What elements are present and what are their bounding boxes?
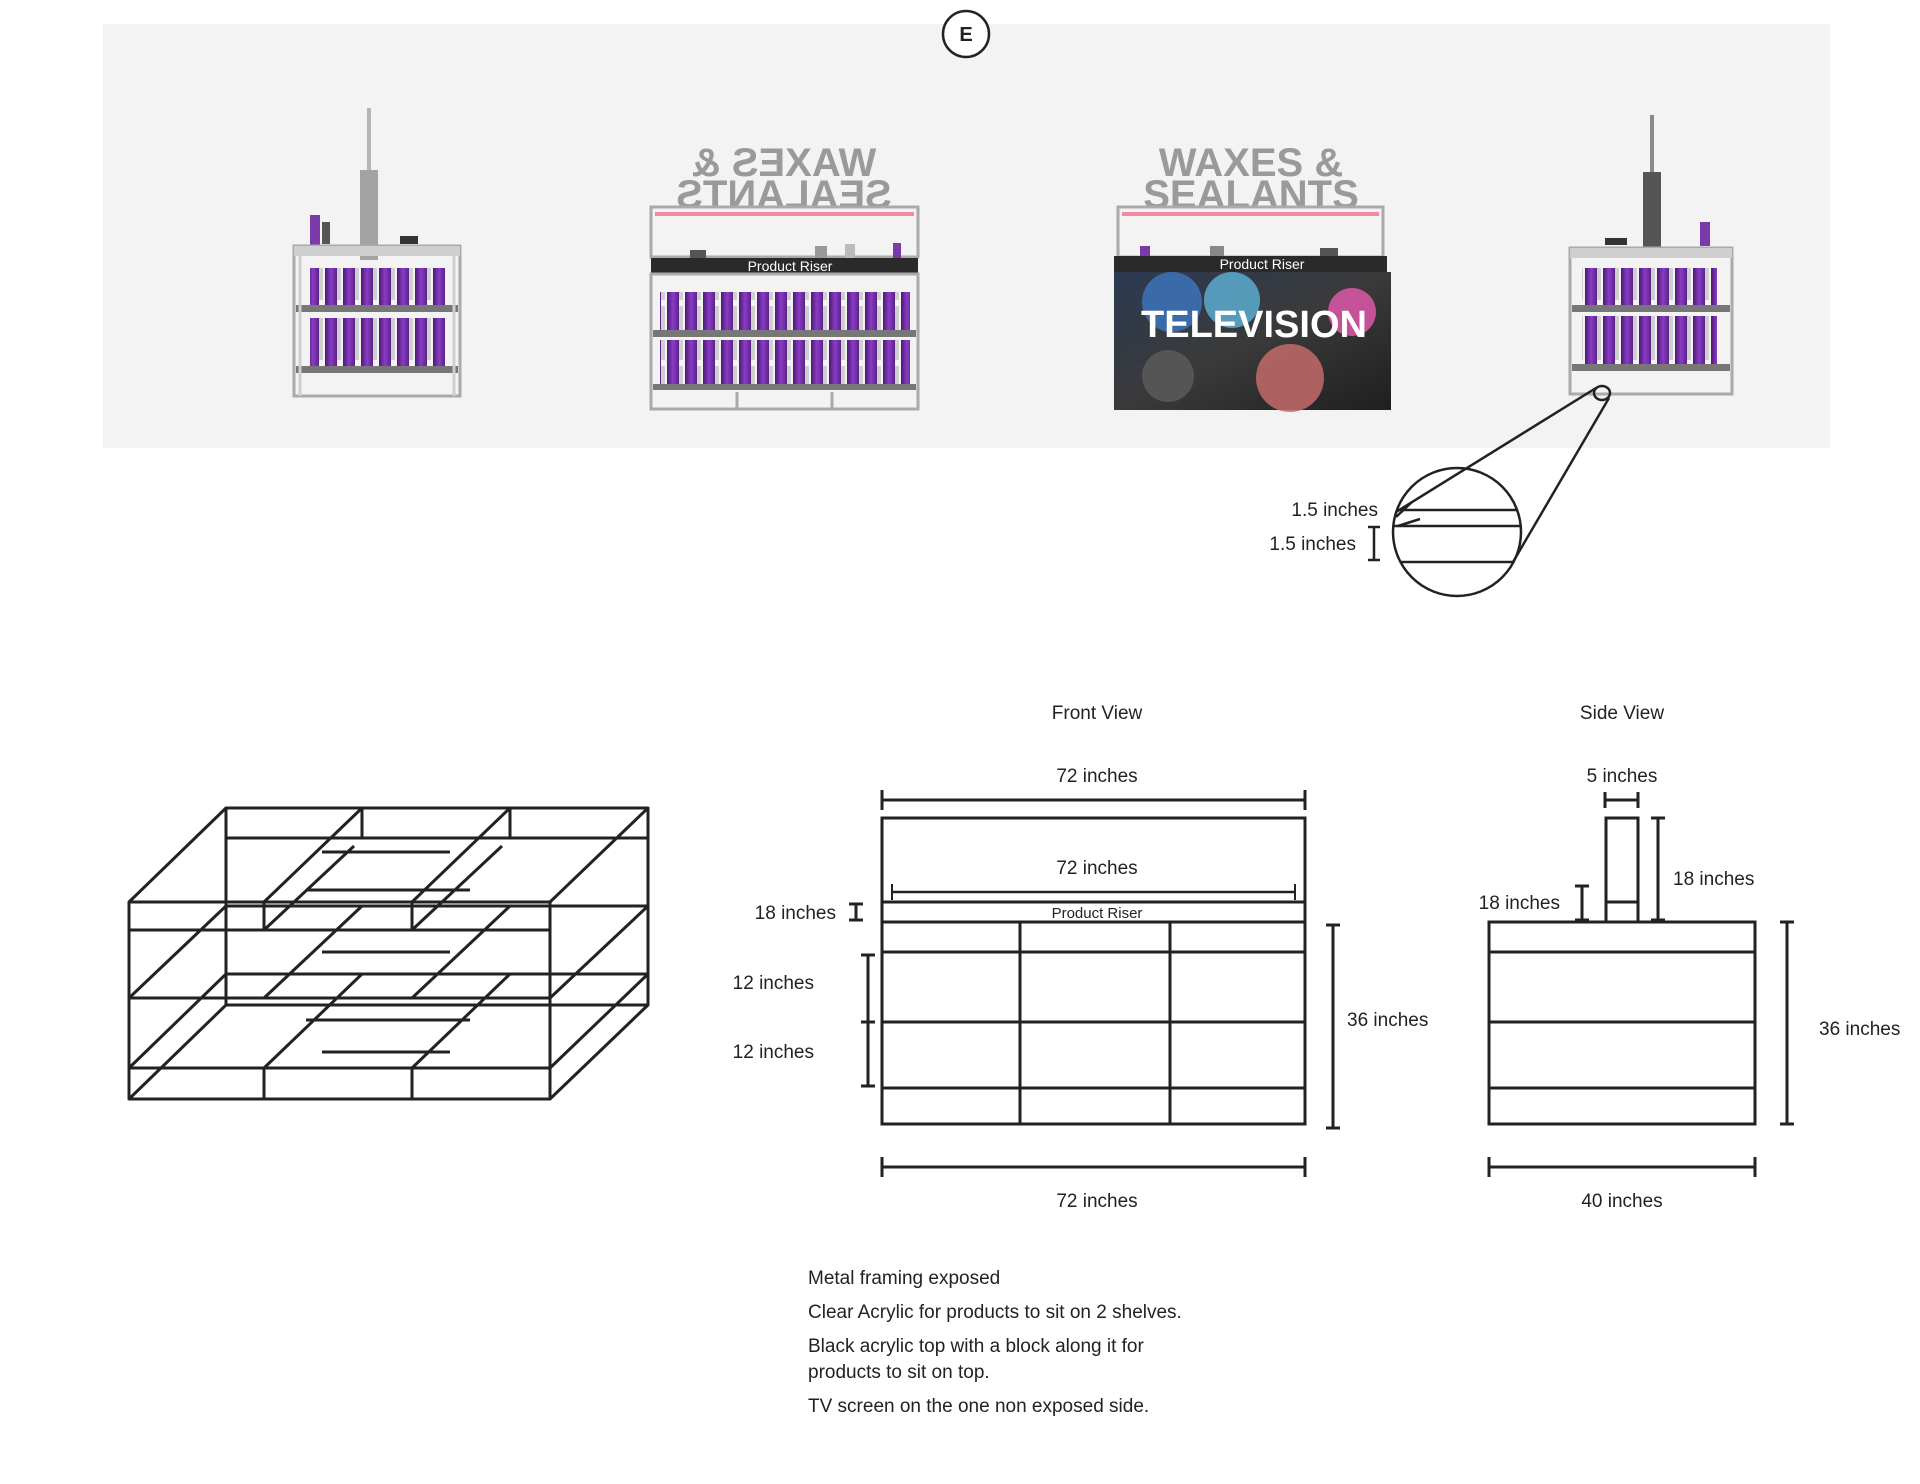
side-view-title: Side View xyxy=(1580,703,1664,724)
sign-text-2: SEALANTS xyxy=(1143,173,1359,217)
render-panel xyxy=(103,24,1830,448)
note-item: Metal framing exposed xyxy=(808,1268,1001,1289)
front-view-title: Front View xyxy=(1052,703,1143,724)
sign-text-mirrored-2: SEALANTS xyxy=(676,173,892,217)
render-side-left xyxy=(292,108,462,398)
side-body-height-label: 36 inches xyxy=(1819,1019,1900,1040)
front-view-drawing xyxy=(849,790,1340,1177)
note-item: TV screen on the one non exposed side. xyxy=(808,1396,1150,1417)
tv-label: TELEVISION xyxy=(1141,304,1367,346)
side-post-height-label: 18 inches xyxy=(1673,869,1754,890)
front-inner-width-label: 72 inches xyxy=(1056,858,1137,879)
side-riser-height-label: 18 inches xyxy=(1479,893,1560,914)
render-riser-label: Product Riser xyxy=(748,258,833,274)
section-marker-label: E xyxy=(959,24,972,46)
side-post-width-label: 5 inches xyxy=(1587,766,1658,787)
render-front: WAXES & SEALANTS Product Riser xyxy=(649,141,920,411)
front-shelf-height-1-label: 12 inches xyxy=(733,973,814,994)
front-bottom-width-label: 72 inches xyxy=(1056,1191,1137,1212)
isometric-frame xyxy=(127,806,650,1101)
front-body-height-label: 36 inches xyxy=(1347,1010,1428,1031)
side-view-drawing xyxy=(1487,792,1794,1177)
note-item: Clear Acrylic for products to sit on 2 s… xyxy=(808,1302,1182,1323)
front-riser-label: Product Riser xyxy=(1052,905,1143,922)
render-riser-label-2: Product Riser xyxy=(1220,256,1305,272)
detail-label-top: 1.5 inches xyxy=(1291,500,1378,521)
detail-label-bottom: 1.5 inches xyxy=(1269,534,1356,555)
render-back-tv: WAXES & SEALANTS Product Riser TELEVISIO… xyxy=(1114,141,1391,412)
render-side-right xyxy=(1568,115,1734,396)
detail-callout xyxy=(1368,384,1612,598)
note-item: Black acrylic top with a block along it … xyxy=(808,1336,1144,1383)
section-marker: E xyxy=(941,9,991,59)
front-shelf-height-2-label: 12 inches xyxy=(733,1042,814,1063)
front-top-width-label: 72 inches xyxy=(1056,766,1137,787)
sign-text-1: WAXES & xyxy=(1159,141,1343,185)
spec-notes: Metal framing exposed Clear Acrylic for … xyxy=(808,1266,1208,1428)
sign-text-mirrored-1: WAXES & xyxy=(692,141,876,185)
side-bottom-width-label: 40 inches xyxy=(1581,1191,1662,1212)
front-riser-height-label: 18 inches xyxy=(755,903,836,924)
